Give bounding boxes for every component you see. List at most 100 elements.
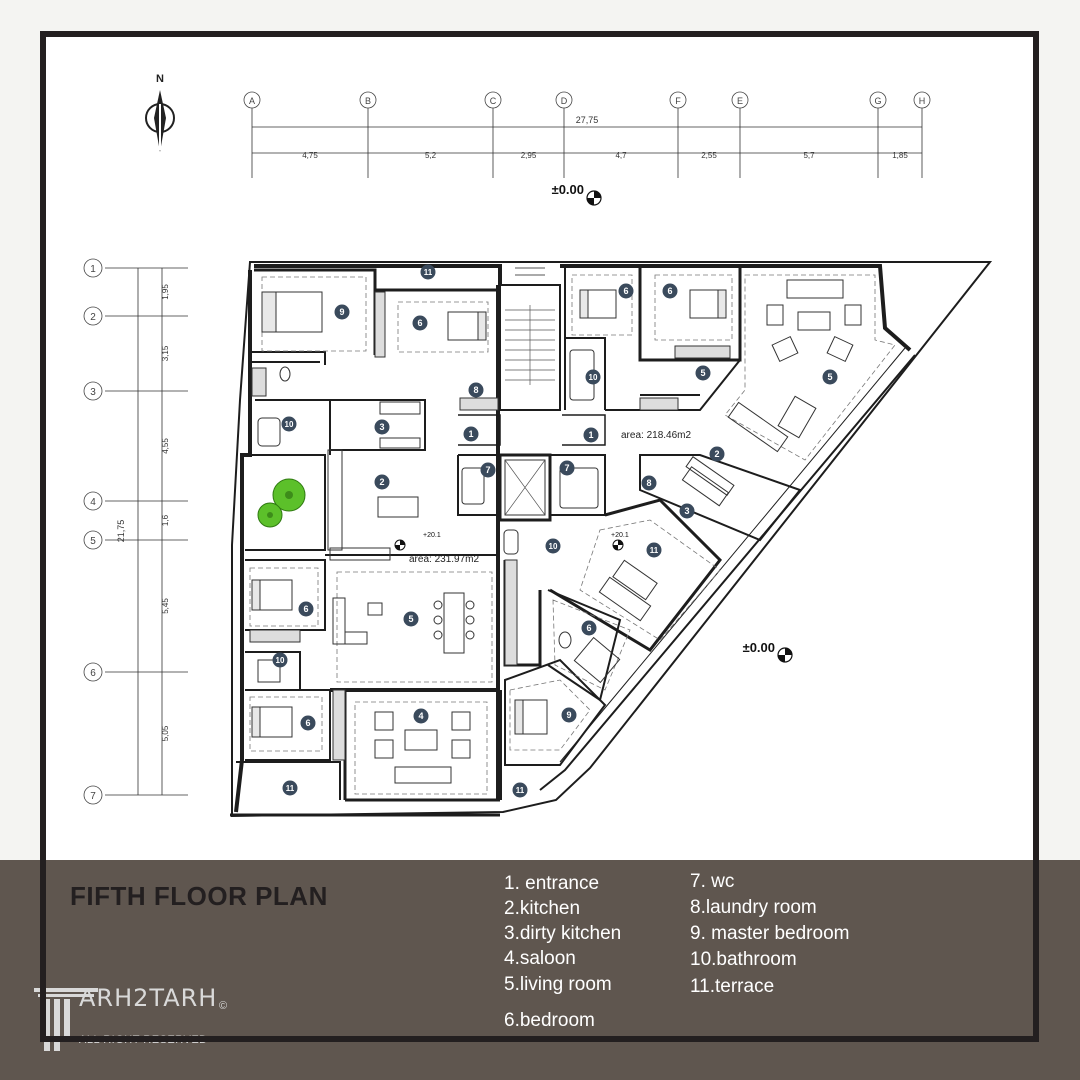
column-label: A — [249, 96, 255, 106]
column-bubble — [669, 91, 687, 109]
room-tag-label: 6 — [303, 604, 308, 614]
room-tag-label: 11 — [424, 268, 433, 277]
room-tag-marker — [679, 503, 695, 519]
row-label: 3 — [90, 387, 96, 398]
column-bubble — [359, 91, 377, 109]
column-bubble — [555, 91, 573, 109]
room-tag-label: 10 — [549, 542, 558, 551]
room-tag-label: 7 — [564, 463, 569, 473]
room-tag-marker — [618, 283, 634, 299]
building-walls — [230, 261, 993, 818]
row-dimension: 1,95 — [161, 284, 170, 300]
row-label: 1 — [90, 264, 96, 275]
room-tag-marker — [581, 620, 597, 636]
room-tag-label: 3 — [379, 422, 384, 432]
room-tag-label: 1 — [588, 430, 593, 440]
room-tag-marker — [709, 446, 725, 462]
level-floor-right: +20.1 — [611, 532, 629, 539]
brand-subtitle: ALL RIGHT RESERVED — [79, 1034, 208, 1046]
room-tag-marker — [412, 315, 428, 331]
row-label: 6 — [90, 668, 96, 679]
brand-watermark: ARH2TARH ALL RIGHT RESERVED © — [32, 984, 232, 1052]
floor-level-right: +20.1 — [611, 532, 629, 551]
column-label: G — [874, 96, 881, 106]
row-dimensions: 1,953,154,551,65,455,05 — [161, 284, 170, 742]
room-tag-marker — [281, 416, 297, 432]
room-tag-marker — [468, 382, 484, 398]
column-label: H — [919, 96, 926, 106]
row-bubble — [83, 381, 103, 401]
room-tag-label: 10 — [285, 420, 294, 429]
room-tag-marker — [480, 462, 496, 478]
room-tag-label: 5 — [408, 614, 413, 624]
room-tag-label: 6 — [623, 286, 628, 296]
room-tag-label: 8 — [473, 385, 478, 395]
room-tag-marker — [403, 611, 419, 627]
room-tag-label: 6 — [417, 318, 422, 328]
zone-outlines — [249, 274, 896, 795]
room-tag-marker — [662, 283, 678, 299]
legend-item: 9. master bedroom — [690, 923, 850, 944]
column-dimension: 2,55 — [701, 151, 717, 160]
floor-level-left: +20.1 — [394, 532, 441, 551]
legend-item: 10.bathroom — [690, 949, 797, 970]
level-marker-site: ±0.00 — [743, 640, 793, 663]
garden-plant — [257, 478, 306, 528]
room-tag-marker — [641, 475, 657, 491]
room-tag-marker — [374, 474, 390, 490]
row-bubble — [83, 491, 103, 511]
row-label: 7 — [90, 791, 96, 802]
room-tag-marker — [585, 369, 601, 385]
row-grid — [105, 267, 188, 796]
room-tag-marker — [695, 365, 711, 381]
legend-item: 6.bedroom — [504, 1010, 595, 1031]
room-tag-marker — [282, 780, 298, 796]
row-dimension: 5,05 — [161, 725, 170, 741]
column-label: B — [365, 96, 371, 106]
row-bubble — [83, 306, 103, 326]
room-tag-marker — [272, 652, 288, 668]
column-bubble — [243, 91, 261, 109]
legend-item: 7. wc — [690, 871, 735, 892]
legend-item: 2.kitchen — [504, 898, 581, 919]
column-label: C — [490, 96, 497, 106]
row-label: 2 — [90, 312, 96, 323]
room-tag-marker — [413, 708, 429, 724]
row-dimension: 5,45 — [161, 598, 170, 614]
column-dimension: 2,95 — [521, 151, 537, 160]
area-right: area: 218.46m2 — [621, 430, 691, 441]
column-dimension: 1,85 — [892, 151, 908, 160]
row-dimension: 4,55 — [161, 438, 170, 454]
room-tag-label: 10 — [276, 656, 285, 665]
brand-logo-icon — [34, 988, 98, 1051]
legend-item: 4.saloon — [504, 948, 576, 969]
room-tag-label: 9 — [339, 307, 344, 317]
row-bubble — [83, 785, 103, 805]
level-top: ±0.00 — [552, 182, 584, 197]
room-tag-label: 8 — [646, 478, 651, 488]
column-label: D — [561, 96, 568, 106]
room-tag-label: 1 — [468, 429, 473, 439]
room-tag-label: 5 — [827, 372, 832, 382]
column-dimension: 4,7 — [615, 151, 627, 160]
column-bubble — [484, 91, 502, 109]
row-bubble — [83, 530, 103, 550]
legend-item: 3.dirty kitchen — [504, 923, 622, 944]
room-tag-marker — [561, 707, 577, 723]
column-total: 27,75 — [576, 115, 599, 125]
room-tag-label: 6 — [305, 718, 310, 728]
room-tag-marker — [559, 460, 575, 476]
row-total: 21,75 — [116, 520, 126, 543]
legend-band — [0, 860, 1080, 1080]
copyright-mark: © — [219, 1000, 228, 1012]
row-dimension: 1,6 — [161, 514, 170, 526]
column-bubble — [913, 91, 931, 109]
row-bubble — [83, 662, 103, 682]
room-tag-marker — [463, 426, 479, 442]
room-tag-label: 9 — [566, 710, 571, 720]
room-tag-label: 2 — [379, 477, 384, 487]
level-site: ±0.00 — [743, 640, 775, 655]
column-label: E — [737, 96, 743, 106]
room-tag-label: 11 — [516, 786, 525, 795]
